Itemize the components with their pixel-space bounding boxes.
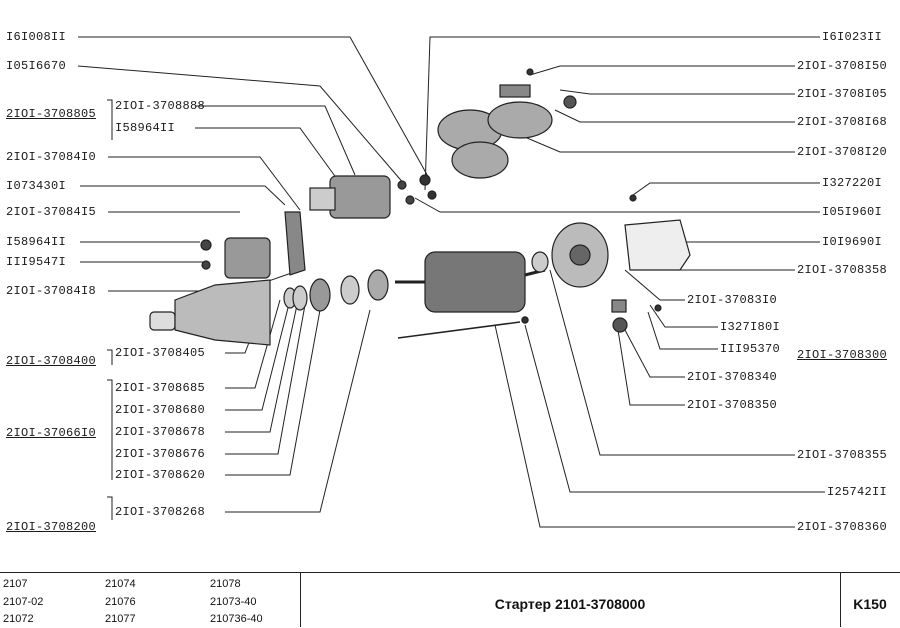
footer-divider xyxy=(300,572,301,627)
footer xyxy=(0,572,900,628)
part-label: III9547I xyxy=(6,255,67,269)
part-label-assembly: 2IOI-3708200 xyxy=(6,520,97,534)
part-label: 2IOI-3708I20 xyxy=(797,145,888,159)
model-code: 21078 xyxy=(210,578,241,590)
part-label: III95370 xyxy=(720,342,781,356)
starter-exploded-diagram xyxy=(77,36,825,528)
page-code: K150 xyxy=(853,596,887,612)
part-label: 2IOI-37083I0 xyxy=(687,293,778,307)
part-label: 2IOI-37084I5 xyxy=(6,205,97,219)
part-label: 2IOI-3708405 xyxy=(115,346,206,360)
part-label-assembly: 2IOI-3708300 xyxy=(797,348,888,362)
model-code: 21072 xyxy=(3,613,34,625)
part-label: 2IOI-3708268 xyxy=(115,505,206,519)
part-label-assembly: 2IOI-3708805 xyxy=(6,107,97,121)
model-code: 210736-40 xyxy=(210,613,263,625)
part-label: 2IOI-3708358 xyxy=(797,263,888,277)
part-label: 2IOI-3708620 xyxy=(115,468,206,482)
part-label: I58964II xyxy=(6,235,67,249)
part-label: I05I6670 xyxy=(6,59,67,73)
part-label: 2IOI-3708680 xyxy=(115,403,206,417)
model-code: 2107 xyxy=(3,578,28,590)
page-title: Стартер 2101-3708000 xyxy=(494,596,646,612)
part-label: 2IOI-3708360 xyxy=(797,520,888,534)
part-label: I05I960I xyxy=(822,205,883,219)
part-label: 2IOI-3708678 xyxy=(115,425,206,439)
part-label: 2IOI-3708355 xyxy=(797,448,888,462)
footer-divider xyxy=(840,572,841,627)
part-label: 2IOI-3708I05 xyxy=(797,87,888,101)
leader-105166 xyxy=(77,65,406,186)
part-label: I073430I xyxy=(6,179,67,193)
part-label: 2IOI-3708676 xyxy=(115,447,206,461)
part-label: I327220I xyxy=(822,176,883,190)
part-label-assembly: 2IOI-37066I0 xyxy=(6,426,97,440)
leader-161008 xyxy=(78,36,431,181)
part-label: 2IOI-3708350 xyxy=(687,398,778,412)
part-label: 2IOI-37084I0 xyxy=(6,150,97,164)
part-label: I6I008II xyxy=(6,30,67,44)
part-label: 2IOI-3708340 xyxy=(687,370,778,384)
part-label: 2IOI-3708I68 xyxy=(797,115,888,129)
part-label: I25742II xyxy=(827,485,888,499)
part-label: I58964II xyxy=(115,121,176,135)
part-label: 2IOI-3708685 xyxy=(115,381,206,395)
part-label: I327I80I xyxy=(720,320,781,334)
model-code: 21073-40 xyxy=(210,596,257,608)
part-label: 2IOI-37084I8 xyxy=(6,284,97,298)
model-code: 21077 xyxy=(105,613,136,625)
model-code: 2107-02 xyxy=(3,596,44,608)
part-label-assembly: 2IOI-3708400 xyxy=(6,354,97,368)
part-label: I6I023II xyxy=(822,30,883,44)
model-code: 21074 xyxy=(105,578,136,590)
part-label: 2IOI-3708I50 xyxy=(797,59,888,73)
part-label: I0I9690I xyxy=(822,235,883,249)
model-code: 21076 xyxy=(105,596,136,608)
part-label: 2IOI-3708888 xyxy=(115,99,206,113)
